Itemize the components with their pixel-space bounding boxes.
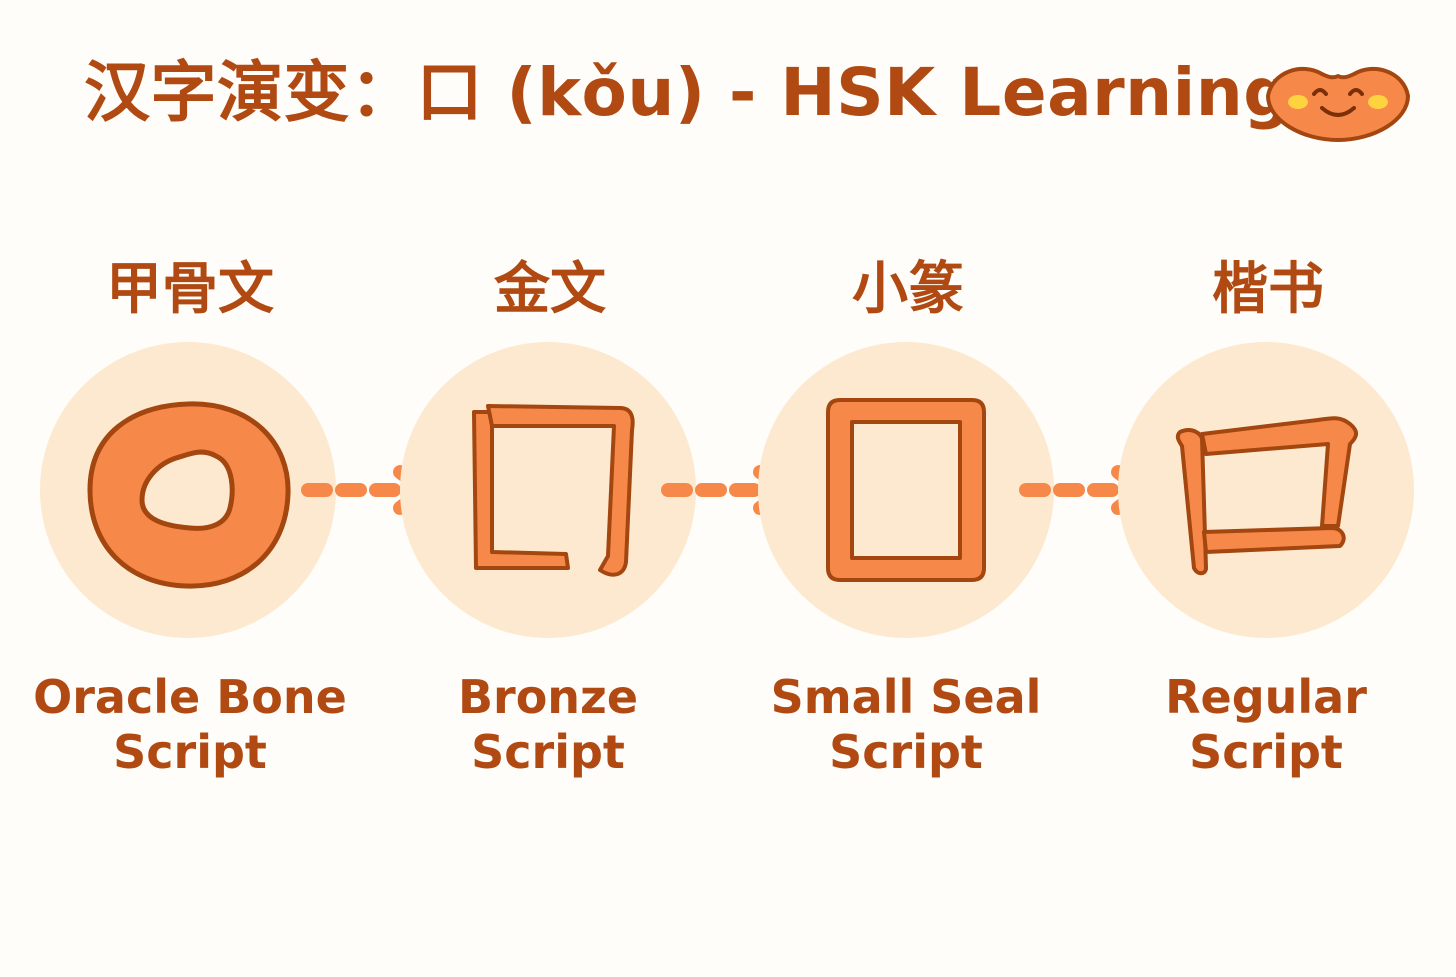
stage-circle-regular [1118, 342, 1414, 638]
stage-label-small-seal: Small Seal Script [736, 670, 1076, 780]
stage-label-oracle-bone: Oracle Bone Script [20, 670, 360, 780]
stage-label-line2: Script [829, 725, 983, 780]
bronze-kou-glyph-icon [472, 404, 635, 577]
stage-heading-bronze: 金文 [494, 257, 606, 322]
stage-heading-oracle-bone: 甲骨文 [106, 257, 274, 322]
stage-label-regular: Regular Script [1096, 670, 1436, 780]
stage-heading-small-seal: 小篆 [852, 257, 964, 322]
stage-label-line2: Script [113, 725, 267, 780]
stage-label-line1: Regular [1165, 670, 1367, 724]
stage-label-line1: Oracle Bone [33, 670, 347, 724]
stage-label-line2: Script [1189, 725, 1343, 780]
stage-label-bronze: Bronze Script [378, 670, 718, 780]
smiling-mouth-mascot-icon [1266, 67, 1410, 142]
stage-circle-oracle-bone [40, 342, 336, 638]
small-seal-kou-glyph-icon [826, 398, 986, 582]
stage-circle-small-seal [758, 342, 1054, 638]
stage-label-line2: Script [471, 725, 625, 780]
regular-kou-glyph-icon [1175, 416, 1358, 576]
page-title: 汉字演变：口 (kǒu) - HSK Learning [84, 54, 1292, 131]
stage-label-line1: Bronze [457, 670, 639, 724]
stage-label-line1: Small Seal [770, 670, 1042, 724]
stage-circle-bronze [400, 342, 696, 638]
oracle-bone-kou-glyph-icon [87, 401, 291, 589]
stage-heading-regular: 楷书 [1212, 257, 1324, 322]
